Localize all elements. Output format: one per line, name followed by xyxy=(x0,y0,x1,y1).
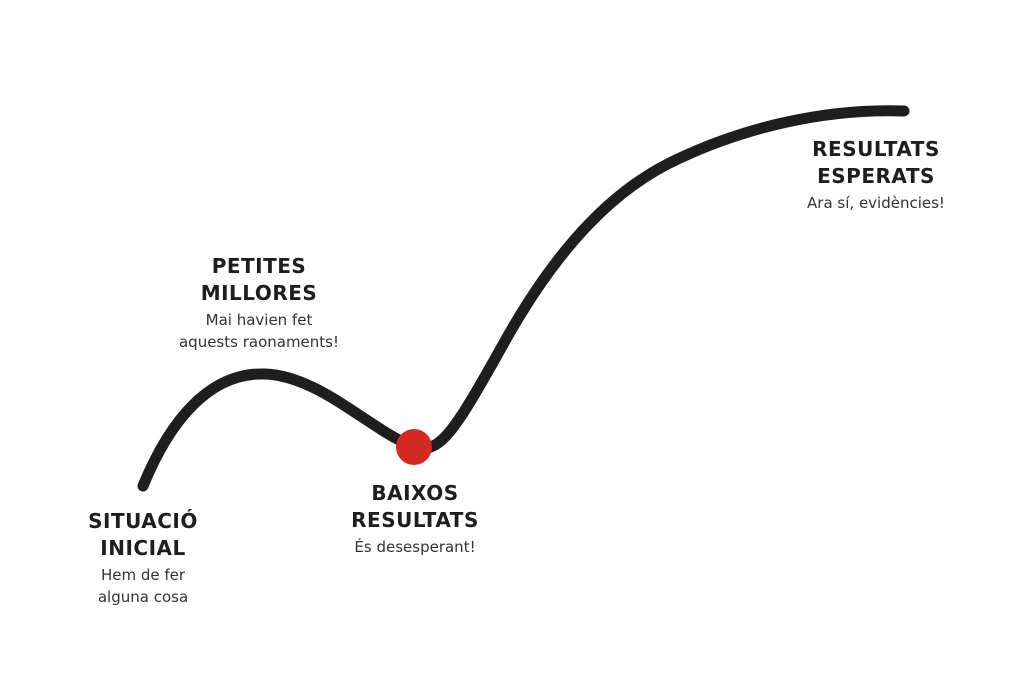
stage-description: Ara sí, evidències! xyxy=(790,192,962,214)
stage-initial-situation: SITUACIÓ INICIAL Hem de fer alguna cosa xyxy=(58,508,228,608)
stage-title-line: BAIXOS xyxy=(371,481,459,505)
stage-small-improvements: PETITES MILLORES Mai havien fet aquests … xyxy=(173,253,345,353)
stage-description: Hem de fer alguna cosa xyxy=(58,564,228,608)
stage-title: RESULTATS ESPERATS xyxy=(790,136,962,190)
stage-low-results: BAIXOS RESULTATS És desesperant! xyxy=(330,480,500,558)
stage-description: Mai havien fet aquests raonaments! xyxy=(173,309,345,353)
stage-title-line: PETITES xyxy=(211,254,307,278)
stage-title-line: INICIAL xyxy=(100,536,186,560)
stage-description-line: Ara sí, evidències! xyxy=(807,194,945,212)
stage-title-line: RESULTATS xyxy=(351,508,479,532)
stage-description-line: alguna cosa xyxy=(97,588,189,606)
stage-title: SITUACIÓ INICIAL xyxy=(58,508,228,562)
stage-expected-results: RESULTATS ESPERATS Ara sí, evidències! xyxy=(790,136,962,214)
stage-description-line: aquests raonaments! xyxy=(178,333,340,351)
low-point-marker xyxy=(396,429,432,465)
stage-description-line: Mai havien fet xyxy=(205,311,313,329)
progress-curve xyxy=(137,105,910,492)
stage-title-line: MILLORES xyxy=(200,281,318,305)
stage-description: És desesperant! xyxy=(330,536,500,558)
stage-title-line: SITUACIÓ xyxy=(88,509,198,533)
stage-title-line: RESULTATS xyxy=(812,137,940,161)
stage-description-line: Hem de fer xyxy=(100,566,186,584)
stage-title: BAIXOS RESULTATS xyxy=(330,480,500,534)
stage-title-line: ESPERATS xyxy=(817,164,935,188)
stage-description-line: És desesperant! xyxy=(354,538,476,556)
stage-title: PETITES MILLORES xyxy=(173,253,345,307)
